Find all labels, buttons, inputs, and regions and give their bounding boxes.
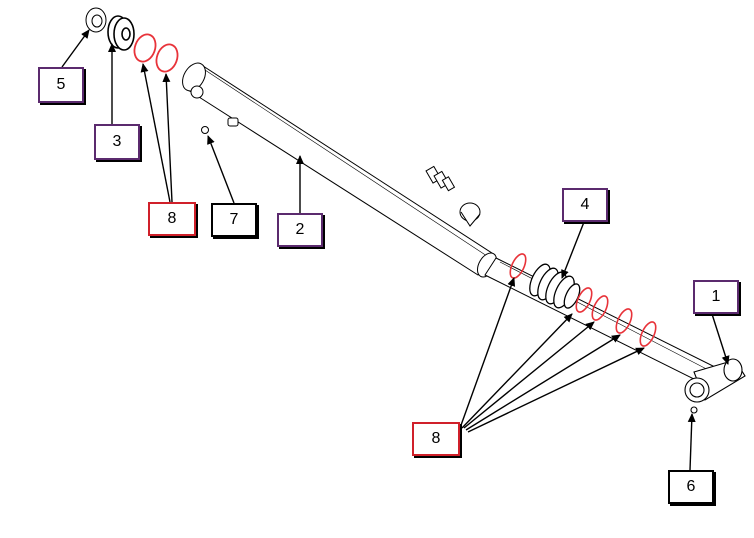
leader-8b-3 — [463, 321, 595, 429]
callout-6-text: 6 — [686, 478, 696, 495]
rod-eye-end — [684, 358, 746, 414]
piston-rod — [484, 257, 726, 391]
callout-4: 4 — [562, 188, 608, 222]
hydraulic-fitting — [425, 165, 456, 192]
callout-3: 3 — [94, 124, 140, 160]
callout-5: 5 — [38, 67, 84, 103]
leader-1 — [711, 313, 730, 365]
callout-8-bottom: 8 — [412, 422, 460, 456]
callout-3-text: 3 — [112, 133, 122, 150]
callout-1-text: 1 — [711, 288, 721, 305]
callout-2-text: 2 — [295, 221, 305, 238]
piston-gland — [529, 263, 581, 309]
callout-7: 7 — [211, 203, 257, 237]
gland-packing — [107, 15, 135, 51]
callout-6: 6 — [668, 470, 714, 504]
callout-1: 1 — [693, 280, 739, 314]
leader-8a-1 — [140, 63, 171, 203]
cylinder-barrel — [182, 62, 497, 278]
callout-8-top-text: 8 — [167, 210, 177, 227]
leader-4 — [561, 221, 585, 279]
nut — [85, 7, 107, 33]
leader-8b-1 — [459, 277, 516, 429]
top-seal-rings — [133, 33, 179, 73]
leader-lines — [61, 29, 730, 471]
leader-6 — [687, 413, 696, 471]
barrel-ports — [227, 117, 481, 227]
leader-5 — [61, 29, 90, 68]
leader-8b-2 — [461, 313, 573, 429]
leader-7 — [207, 135, 235, 204]
leader-8b-5 — [467, 347, 645, 433]
callout-7-text: 7 — [229, 211, 239, 228]
leader-8b-4 — [465, 334, 621, 431]
callout-8-bottom-text: 8 — [431, 430, 441, 447]
bolt — [201, 126, 209, 134]
callout-8-top: 8 — [148, 202, 196, 236]
leader-8a-2 — [162, 73, 173, 203]
callout-5-text: 5 — [56, 76, 66, 93]
callout-2: 2 — [277, 213, 323, 247]
callout-4-text: 4 — [580, 196, 590, 213]
